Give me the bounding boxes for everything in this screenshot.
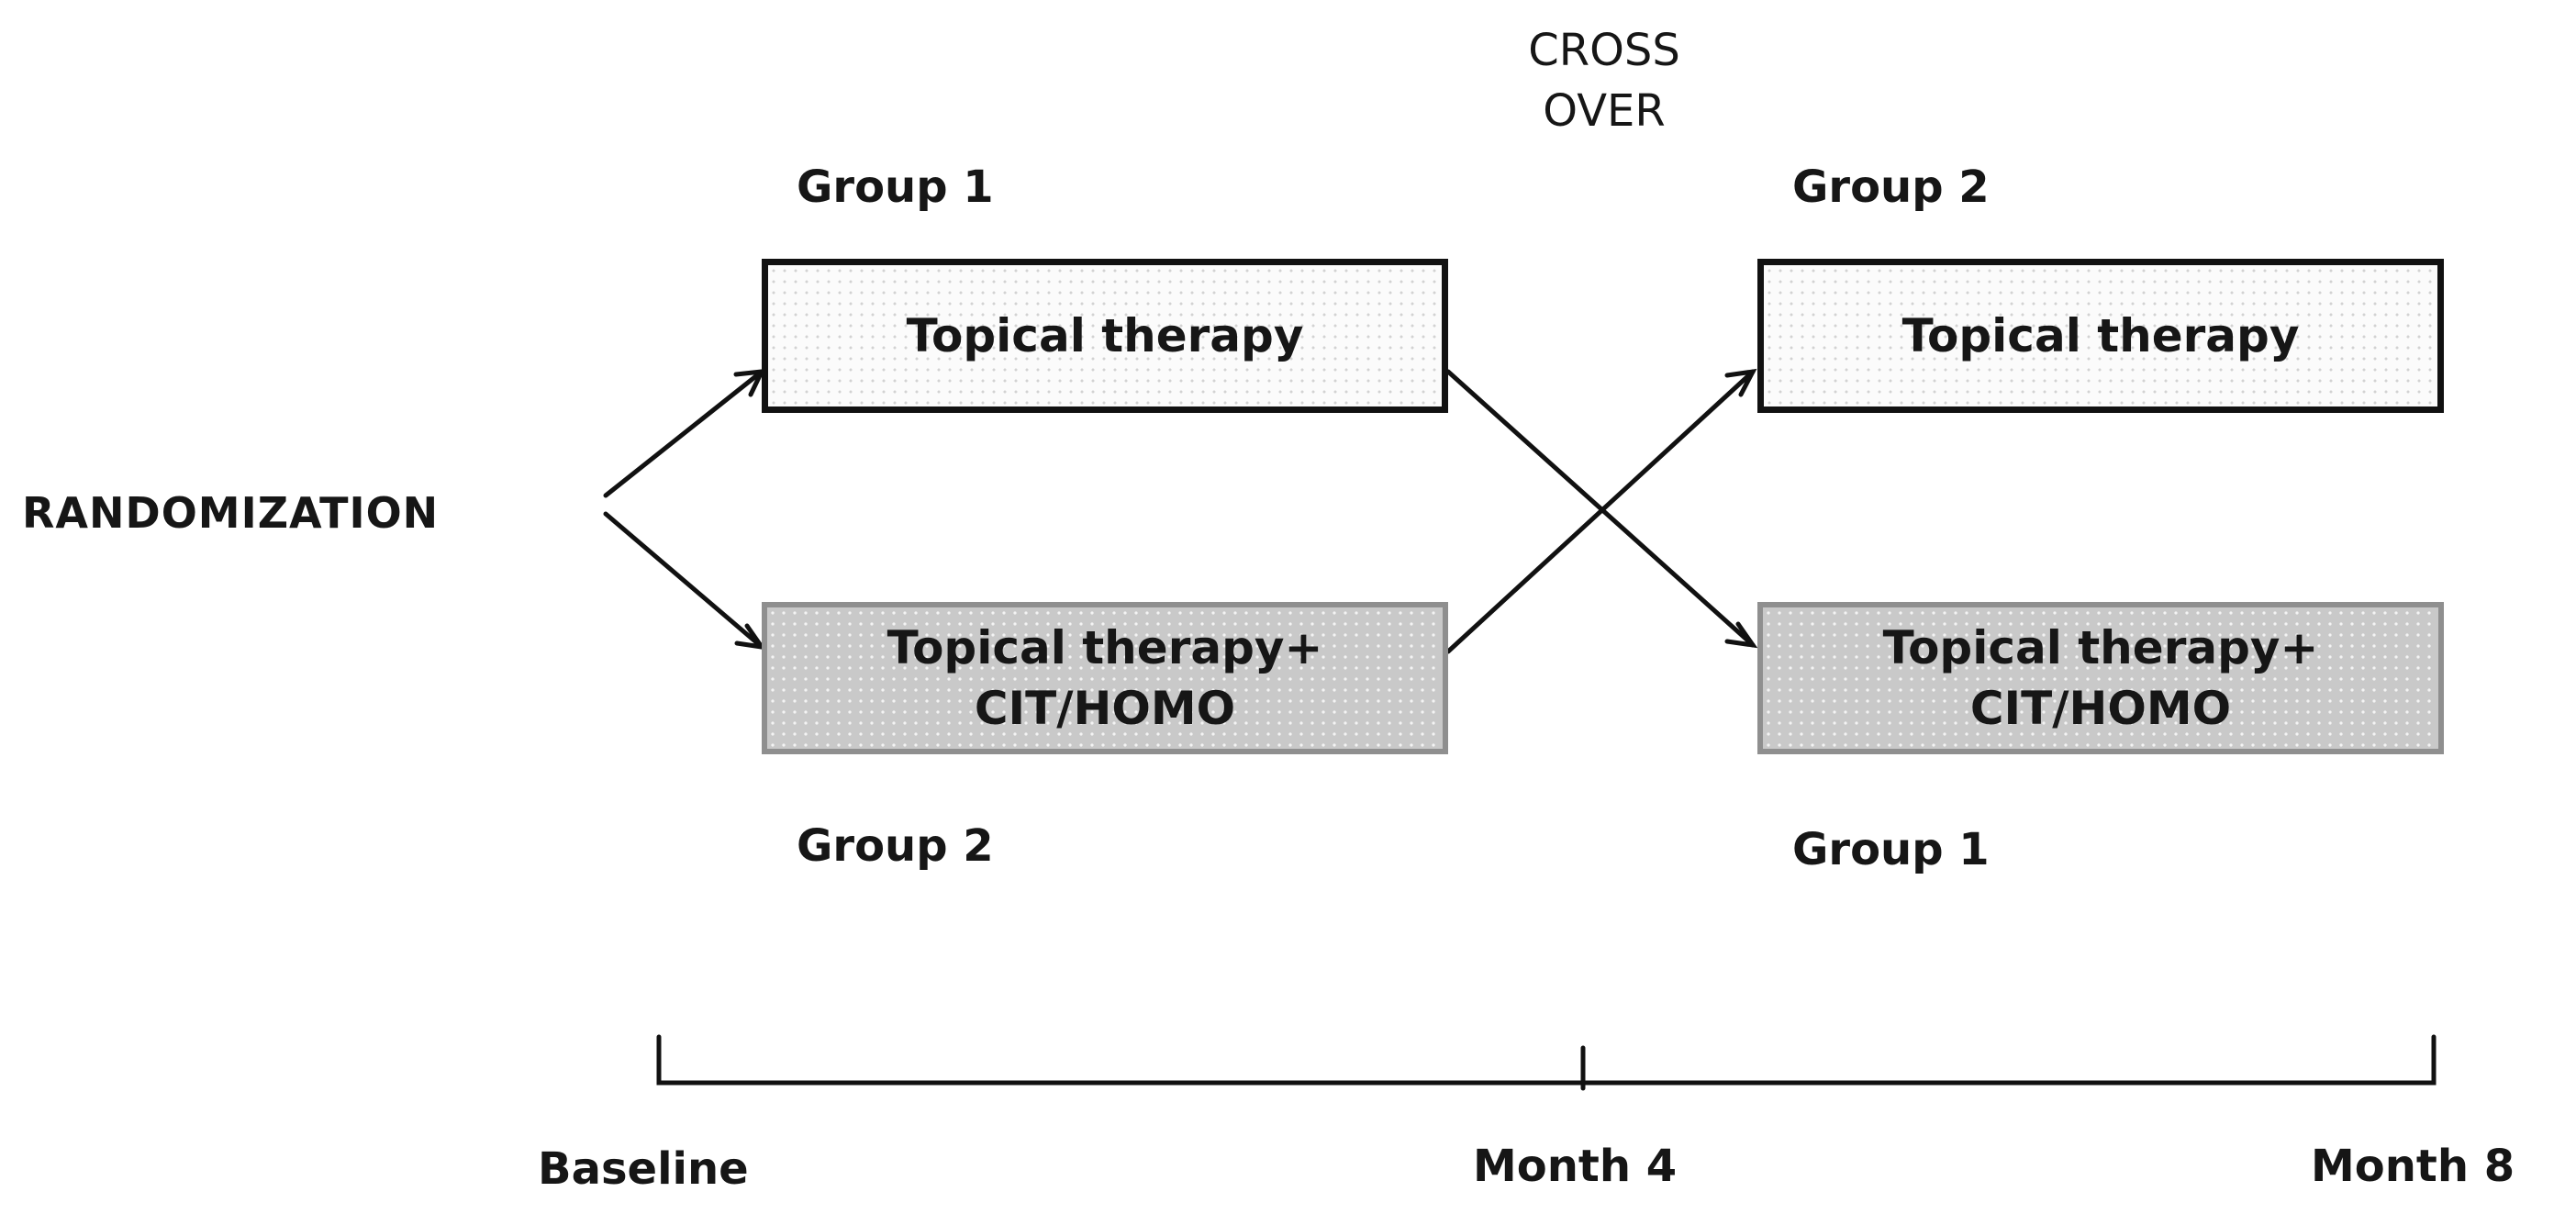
- crossover-label: CROSS OVER: [1528, 20, 1680, 141]
- randomization-label: RANDOMIZATION: [22, 488, 440, 538]
- crossover-label-line1: CROSS: [1528, 25, 1680, 76]
- period2-combined-therapy-box: Topical therapy+ CIT/HOMO: [1757, 602, 2444, 754]
- arrowhead-topical-to-combined: [1724, 621, 1758, 649]
- period2-combined-therapy-line1: Topical therapy+: [1882, 621, 2319, 674]
- arrow-randomization-to-topical: [603, 369, 764, 498]
- arrow-randomization-to-combined: [603, 511, 764, 650]
- period1-combined-therapy-line2: CIT/HOMO: [974, 682, 1236, 735]
- period1-bottom-group-label: Group 2: [797, 820, 994, 872]
- timeline-month8-label: Month 8: [2311, 1141, 2515, 1192]
- period2-topical-therapy-text: Topical therapy: [1901, 309, 2300, 362]
- arrowhead-combined-to-topical: [1724, 368, 1757, 397]
- period1-topical-therapy-text: Topical therapy: [906, 309, 1304, 362]
- period2-top-group-label: Group 2: [1792, 161, 1990, 213]
- period1-combined-therapy-line1: Topical therapy+: [887, 621, 1323, 674]
- arrow-combined-to-topical: [1445, 369, 1756, 654]
- period1-combined-therapy-box: Topical therapy+ CIT/HOMO: [762, 602, 1448, 754]
- period1-topical-therapy-box: Topical therapy: [762, 259, 1448, 413]
- arrow-topical-to-combined: [1445, 369, 1756, 648]
- timeline-baseline-label: Baseline: [538, 1143, 749, 1195]
- period2-bottom-group-label: Group 1: [1792, 824, 1990, 875]
- period1-top-group-label: Group 1: [797, 161, 994, 213]
- period2-combined-therapy-line2: CIT/HOMO: [1969, 682, 2232, 735]
- period2-topical-therapy-box: Topical therapy: [1757, 259, 2444, 413]
- timeline-axis: [656, 1034, 2437, 1086]
- timeline-month4-label: Month 4: [1473, 1141, 1678, 1192]
- crossover-label-line2: OVER: [1543, 85, 1666, 137]
